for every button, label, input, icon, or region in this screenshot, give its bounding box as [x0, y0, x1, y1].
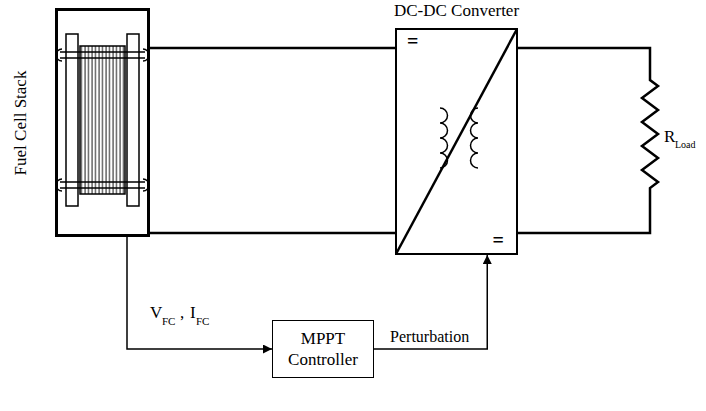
signal-subscript: FC	[162, 315, 175, 327]
converter-title: DC-DC Converter	[394, 2, 519, 21]
fuel-cell-illustration	[56, 34, 149, 206]
dc-symbol: =	[407, 30, 418, 52]
signal-name: V	[150, 304, 162, 323]
component-subscript: Load	[675, 139, 696, 150]
edge-label: Perturbation	[390, 328, 469, 346]
signal-name: I	[190, 304, 196, 323]
separator: ,	[180, 304, 184, 323]
dc-dc-converter: DC-DC Converter==	[395, 28, 518, 255]
component-name: R	[664, 128, 675, 147]
power-wire	[150, 47, 395, 50]
controller-label: MPPT Controller	[277, 328, 369, 371]
fuel-cell-stack: Fuel Cell Stack	[55, 8, 150, 237]
converter-symbol	[396, 29, 517, 254]
load-circuit	[518, 48, 658, 233]
stack-label: Fuel Cell Stack	[12, 70, 31, 175]
dc-symbol: =	[493, 229, 504, 251]
signal-subscript: FC	[196, 315, 209, 327]
signal-arrow	[374, 255, 487, 349]
signal-arrow	[127, 237, 272, 349]
power-wire	[150, 232, 395, 235]
mppt-controller: MPPT Controller	[272, 320, 374, 378]
